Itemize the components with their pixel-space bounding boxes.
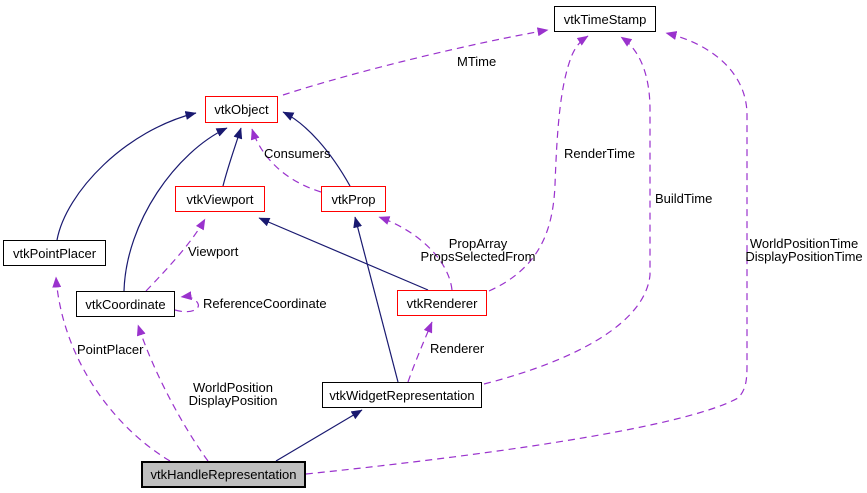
edge-label-rendertime: RenderTime	[564, 146, 636, 161]
edge-label-buildtime: BuildTime	[655, 191, 713, 206]
edge-usage-object-timestamp-mtime	[282, 27, 549, 96]
edge-label-propsselectedfrom: PropsSelectedFrom	[420, 249, 536, 264]
edge-label-referencecoordinate: ReferenceCoordinate	[203, 296, 327, 311]
edge-usage-coordinate-viewport	[145, 218, 206, 292]
edge-usage-widgetrep-renderer	[407, 321, 433, 383]
node-vtkHandleRepresentation[interactable]: vtkHandleRepresentation	[141, 461, 306, 488]
edge-usage-renderer-timestamp-rendertime	[488, 35, 589, 292]
node-vtkObject[interactable]: vtkObject	[205, 96, 278, 123]
edge-inherit-handlerep-widgetrep	[275, 409, 363, 462]
edge-label-consumers: Consumers	[264, 146, 331, 161]
edge-label-worldpositiontime: WorldPositionTime	[749, 236, 859, 251]
edge-inherit-renderer-viewport	[258, 217, 429, 291]
edge-inherit-pointplacer-object	[56, 111, 197, 241]
edge-usage-coordinate-self-refcoord	[174, 291, 199, 313]
edge-inherit-viewport-object	[222, 127, 243, 187]
edge-label-renderer: Renderer	[430, 341, 485, 356]
node-vtkViewport[interactable]: vtkViewport	[175, 186, 265, 212]
node-vtkCoordinate[interactable]: vtkCoordinate	[76, 291, 175, 317]
edge-inherit-coordinate-object	[123, 127, 228, 292]
edge-label-viewport: Viewport	[188, 244, 239, 259]
edge-label-mtime: MTime	[457, 54, 497, 69]
edge-usage-handlerep-pointplacer	[52, 276, 171, 462]
edge-label-displaypositiontime: DisplayPositionTime	[745, 249, 863, 264]
edge-label-worldposition: WorldPosition	[193, 380, 273, 395]
edge-inherit-widgetrep-prop	[353, 216, 399, 383]
edge-label-proparray: PropArray	[448, 236, 508, 251]
node-vtkTimeStamp[interactable]: vtkTimeStamp	[554, 6, 656, 32]
edge-usage-handlerep-coordinate-worldpos	[136, 324, 209, 462]
edge-usage-prop-object-consumers	[250, 128, 322, 193]
edge-usage-widgetrep-timestamp-buildtime	[483, 36, 651, 385]
edge-label-displayposition: DisplayPosition	[188, 393, 278, 408]
edge-usage-handlerep-timestamp-worldpostime	[305, 31, 748, 475]
node-vtkWidgetRepresentation[interactable]: vtkWidgetRepresentation	[322, 382, 482, 408]
node-vtkRenderer[interactable]: vtkRenderer	[397, 290, 487, 316]
node-vtkPointPlacer[interactable]: vtkPointPlacer	[3, 240, 106, 266]
edge-label-pointplacer: PointPlacer	[77, 342, 144, 357]
edge-inherit-prop-object	[282, 111, 351, 187]
node-vtkProp[interactable]: vtkProp	[321, 186, 386, 212]
